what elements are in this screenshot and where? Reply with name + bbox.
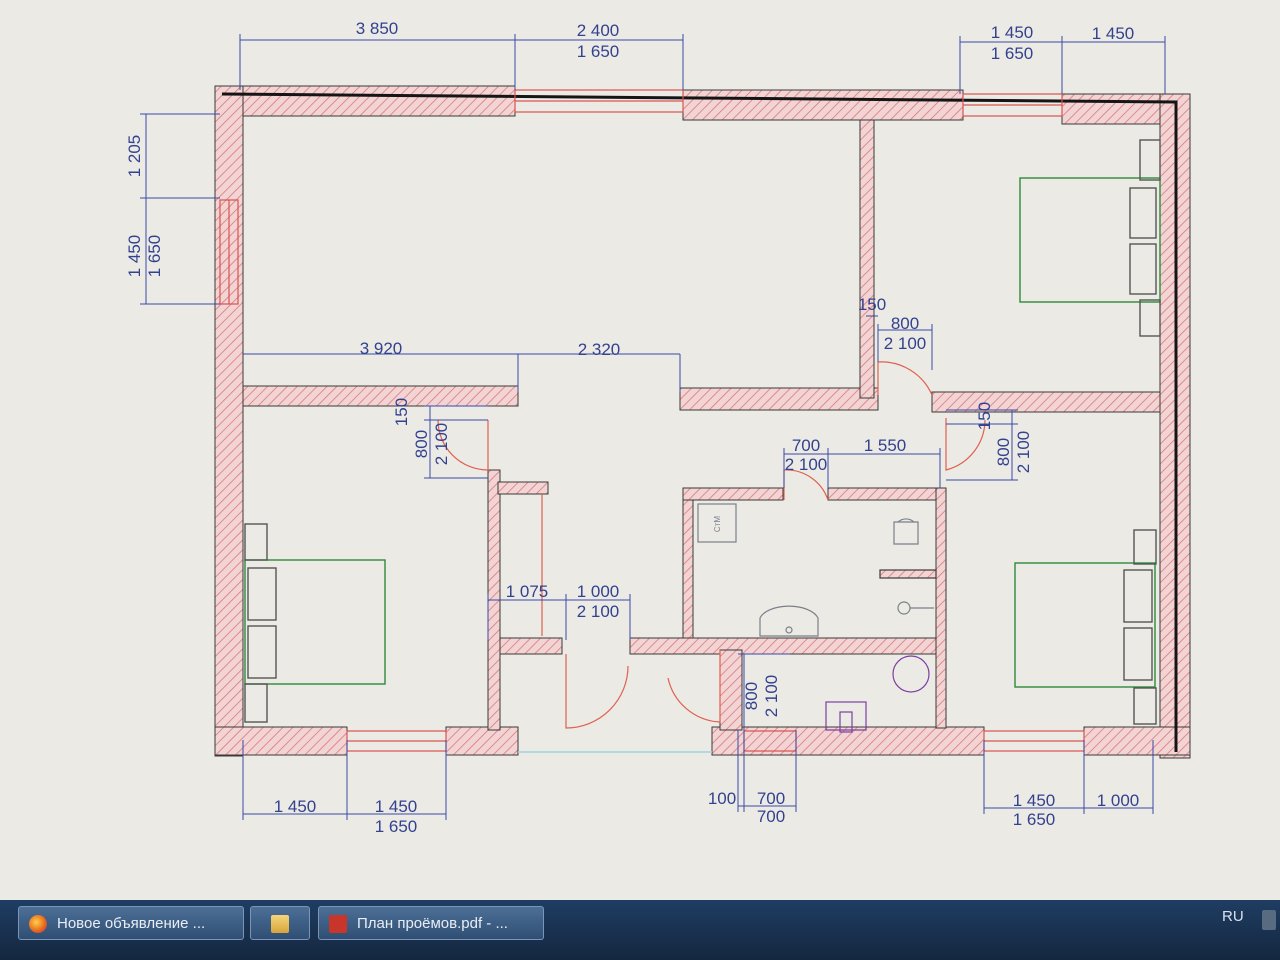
dim-bath-b: 1 550 bbox=[864, 436, 907, 455]
washing-machine-label: СтМ bbox=[713, 516, 722, 532]
dim-corridor-bb: 2 100 bbox=[577, 602, 620, 621]
dim-wc-door-a: 800 bbox=[742, 682, 761, 710]
wall-shaft bbox=[497, 481, 549, 495]
monitor-screen: СтМ bbox=[0, 0, 1280, 900]
dim-bath-a: 700 bbox=[792, 436, 820, 455]
wall-bath-top-left bbox=[682, 487, 784, 501]
bed-top-right[interactable] bbox=[1019, 177, 1161, 303]
taskbar-button-explorer[interactable] bbox=[250, 906, 310, 940]
door-right-bedroom-top bbox=[877, 361, 933, 396]
sink[interactable] bbox=[759, 605, 819, 637]
tray-icon[interactable] bbox=[1262, 910, 1276, 930]
dim-bottom-c2: 700 bbox=[757, 789, 785, 808]
fixtures: СтМ bbox=[697, 503, 937, 733]
taskbar-button-firefox-label: Новое объявление ... bbox=[57, 915, 206, 932]
dim-left-2b: 1 650 bbox=[145, 235, 164, 278]
folder-icon bbox=[271, 915, 289, 933]
dim-bottom-l2: 1 450 bbox=[375, 797, 418, 816]
door-wc bbox=[667, 650, 721, 723]
door-right-bedroom bbox=[945, 418, 986, 471]
dim-left-1: 1 205 bbox=[125, 135, 144, 178]
wall-bedroom-divider bbox=[859, 119, 875, 399]
dim-mid-2: 2 320 bbox=[578, 340, 621, 359]
dim-right-door-bb: 2 100 bbox=[1014, 431, 1033, 474]
wall-top-mid bbox=[682, 89, 964, 121]
beds bbox=[244, 139, 1161, 725]
wall-bath-left bbox=[682, 487, 694, 639]
wc-bowl[interactable] bbox=[825, 701, 867, 731]
dim-bottom-r1: 1 450 bbox=[1013, 791, 1056, 810]
wc-fixture[interactable] bbox=[892, 655, 930, 693]
dim-left-door-b: 800 bbox=[412, 430, 431, 458]
wall-corridor-bottom-left bbox=[499, 637, 563, 655]
dim-mid-3: 150 bbox=[858, 295, 886, 314]
taskbar: Новое объявление ... План проёмов.pdf - … bbox=[0, 900, 1280, 960]
door-entrance bbox=[565, 654, 629, 729]
pdf-icon bbox=[329, 915, 347, 933]
dim-top-4: 1 450 bbox=[1092, 24, 1135, 43]
outer-outline bbox=[221, 92, 1178, 752]
washing-machine[interactable] bbox=[697, 503, 737, 543]
bed-left[interactable] bbox=[244, 559, 386, 685]
wall-corridor-bottom-right bbox=[629, 637, 937, 655]
dim-bottom-r1b: 1 650 bbox=[1013, 810, 1056, 829]
taskbar-button-pdf[interactable]: План проёмов.pdf - ... bbox=[318, 906, 544, 940]
dim-top-2b: 1 650 bbox=[577, 42, 620, 61]
doors bbox=[437, 361, 986, 729]
dim-wc-door-ab: 2 100 bbox=[762, 675, 781, 718]
dim-left-door-bb: 2 100 bbox=[432, 423, 451, 466]
dim-corridor-a: 1 075 bbox=[506, 582, 549, 601]
dim-top-3: 1 450 bbox=[991, 23, 1034, 42]
wall-bottom-right bbox=[1083, 726, 1191, 756]
dim-left-door-a: 150 bbox=[392, 398, 411, 426]
wall-bath-right bbox=[935, 487, 947, 729]
dim-top-2: 2 400 bbox=[577, 21, 620, 40]
wall-living-left bbox=[242, 385, 519, 407]
wall-living-right bbox=[679, 387, 879, 411]
dim-mid-4: 800 bbox=[891, 314, 919, 333]
wall-bath-top-right bbox=[827, 487, 941, 501]
bed-bottom-right[interactable] bbox=[1014, 562, 1156, 688]
walls bbox=[214, 85, 1191, 759]
door-left-bedroom bbox=[437, 419, 489, 471]
shower-partition bbox=[879, 569, 937, 579]
dimension-lines bbox=[140, 34, 1166, 820]
dim-top-3b: 1 650 bbox=[991, 44, 1034, 63]
dim-right-door-b: 800 bbox=[994, 438, 1013, 466]
dim-mid-1: 3 920 bbox=[360, 339, 403, 358]
taskbar-button-firefox[interactable]: Новое объявление ... bbox=[18, 906, 244, 940]
language-indicator[interactable]: RU bbox=[1222, 908, 1244, 925]
dim-bath-ab: 2 100 bbox=[785, 455, 828, 474]
dim-right-door-a: 150 bbox=[975, 402, 994, 430]
wall-bottom-midleft bbox=[445, 726, 519, 756]
firefox-icon bbox=[29, 915, 47, 933]
wall-top-left bbox=[214, 85, 516, 117]
dim-top-1: 3 850 bbox=[356, 19, 399, 38]
dim-bottom-l2b: 1 650 bbox=[375, 817, 418, 836]
dim-mid-4b: 2 100 bbox=[884, 334, 927, 353]
floor-plan-drawing: СтМ bbox=[125, 19, 1191, 836]
dim-bottom-r2: 1 000 bbox=[1097, 791, 1140, 810]
dim-bottom-c2b: 700 bbox=[757, 807, 785, 826]
dim-bottom-c1: 100 bbox=[708, 789, 736, 808]
taskbar-button-pdf-label: План проёмов.pdf - ... bbox=[357, 915, 508, 932]
wall-right-bedroom-top bbox=[931, 391, 1161, 413]
wall-left bbox=[214, 85, 244, 757]
dimension-labels: 3 850 2 400 1 650 1 450 1 650 1 450 1 20… bbox=[125, 19, 1139, 836]
shower-head[interactable] bbox=[897, 601, 911, 615]
dim-bottom-l1: 1 450 bbox=[274, 797, 317, 816]
wall-wc-left bbox=[719, 649, 743, 731]
dim-corridor-b: 1 000 bbox=[577, 582, 620, 601]
door-bath bbox=[783, 469, 829, 501]
wall-bottom-left bbox=[214, 726, 348, 756]
dim-left-2: 1 450 bbox=[125, 235, 144, 278]
toilet[interactable] bbox=[893, 518, 919, 545]
